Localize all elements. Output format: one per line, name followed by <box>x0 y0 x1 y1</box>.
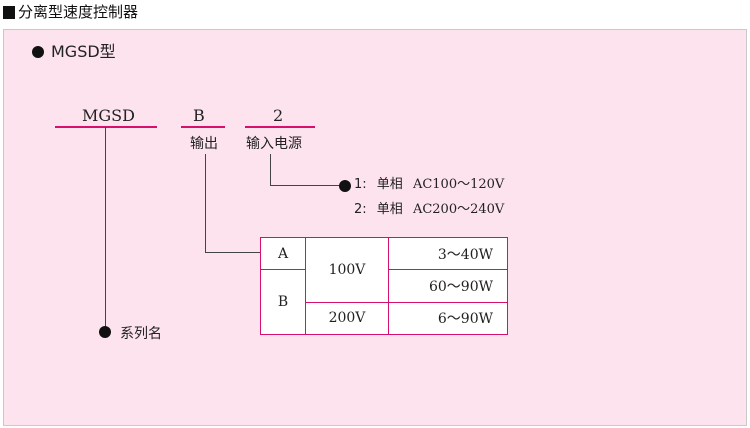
output-underline <box>181 126 225 128</box>
bullet-icon <box>32 46 44 58</box>
bullet-icon <box>339 180 351 192</box>
option-range: AC100～120V <box>412 177 505 192</box>
voltage-200v: 200V <box>305 301 389 336</box>
output-caption: 输出 <box>190 136 218 152</box>
option-number: 1: <box>354 177 367 192</box>
voltage-100v: 100V <box>305 237 389 303</box>
output-connector-h <box>205 252 261 253</box>
code-power: 2 <box>273 106 284 125</box>
series-caption: 系列名 <box>120 326 162 342</box>
model-heading: MGSD型 <box>51 42 116 61</box>
power-option-1: 1: 单相 AC100～120V <box>354 176 504 194</box>
option-range: AC200～240V <box>412 202 505 217</box>
series-connector <box>105 127 106 327</box>
output-connector-v <box>205 154 206 252</box>
page-title: 分离型速度控制器 <box>18 3 139 21</box>
table-row: A 100V 3～40W <box>260 236 508 303</box>
table-row: 200V 6～90W <box>261 301 508 336</box>
series-underline <box>55 126 157 128</box>
black-square-icon <box>3 6 15 19</box>
output-code-b: B <box>260 269 306 335</box>
power-caption: 输入电源 <box>246 136 302 152</box>
code-series: MGSD <box>82 106 135 125</box>
code-output: B <box>193 106 205 125</box>
power-range: 3～40W <box>388 236 508 271</box>
option-phase: 单相 <box>376 177 403 192</box>
power-underline <box>245 126 315 128</box>
power-option-2: 2: 单相 AC200～240V <box>354 201 504 219</box>
option-number: 2: <box>354 202 367 217</box>
content-panel: MGSD型 MGSD B 输出 2 输入电源 1: 单相 AC100～120V … <box>3 29 747 426</box>
option-phase: 单相 <box>376 202 403 217</box>
title-bar: 分离型速度控制器 <box>0 0 750 30</box>
output-code-a: A <box>260 236 306 271</box>
power-connector-h <box>270 185 342 186</box>
power-connector-v <box>270 154 271 185</box>
power-range: 6～90W <box>388 301 508 336</box>
power-range: 60～90W <box>388 269 508 303</box>
bullet-icon <box>99 326 111 338</box>
output-table: A 100V 3～40W B 60～90W 200V 6～90W <box>260 236 508 336</box>
